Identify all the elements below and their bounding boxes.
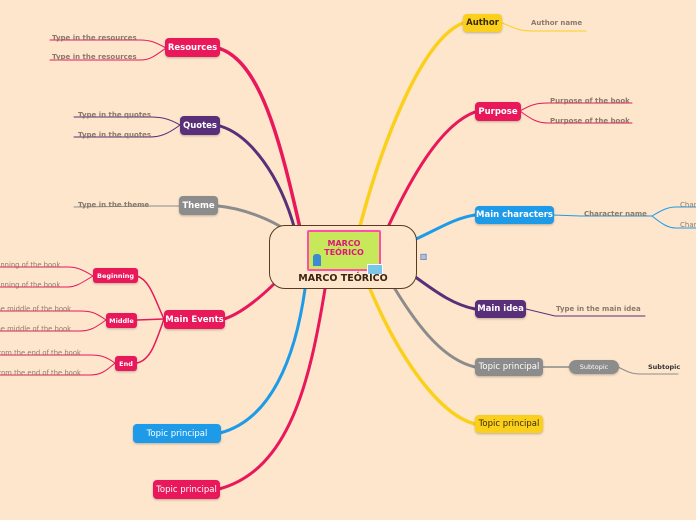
resources-leaf-1[interactable]: Type in the resources (52, 34, 137, 42)
branch-main-idea (412, 274, 477, 311)
topic-main-events[interactable]: Main Events (164, 310, 225, 329)
middle-leaf-1[interactable]: ...he middle of the book (0, 305, 72, 313)
character-name-leaf[interactable]: Character name (584, 210, 647, 218)
quotes-leaf-2[interactable]: Type in the quotes (78, 131, 152, 139)
branch-resources (216, 46, 302, 230)
topic-principal-red-left[interactable]: Topic principal (153, 480, 220, 499)
central-image-title: MARCO TEÓRICO (324, 239, 364, 257)
central-topic[interactable]: MARCO TEÓRICO MARCO TEÓRICO (269, 225, 417, 289)
topic-purpose[interactable]: Purpose (475, 102, 521, 121)
topic-main-characters[interactable]: Main characters (475, 206, 554, 224)
branch-quotes (218, 124, 297, 232)
branch-main-characters (412, 213, 477, 242)
document-icon[interactable]: ▥ (419, 252, 428, 261)
branch-purpose (386, 110, 477, 229)
purpose-leaf-2[interactable]: Purpose of the book (550, 117, 630, 125)
beginning-leaf-2[interactable]: ...inning of the book (0, 281, 61, 289)
end-leaf-2[interactable]: ...rom the end of the book (0, 369, 81, 377)
topic-main-idea[interactable]: Main idea (475, 300, 526, 318)
subtopic-gray[interactable]: Subtopic (569, 360, 619, 374)
character-grandchild-1[interactable]: Char... (680, 201, 696, 209)
resources-leaf-2[interactable]: Type in the resources (52, 53, 137, 61)
subtopic-gray-leaf[interactable]: Subtopic (648, 363, 681, 371)
branch-topic-gray (393, 287, 477, 369)
branch-topic-red (217, 287, 327, 491)
reading-person-icon (313, 254, 321, 266)
end-leaf-1[interactable]: ...rom the end of the book (0, 349, 81, 357)
main-idea-leaf-1[interactable]: Type in the main idea (556, 305, 641, 313)
topic-principal-gray-right[interactable]: Topic principal (475, 358, 543, 376)
books-icon (367, 264, 383, 275)
character-grandchild-2[interactable]: Char... (680, 221, 696, 229)
topic-quotes[interactable]: Quotes (180, 116, 220, 135)
subtopic-end[interactable]: End (115, 356, 137, 371)
author-leaf-1[interactable]: Author name (531, 19, 583, 27)
quotes-leaf-1[interactable]: Type in the quotes (78, 111, 152, 119)
topic-resources[interactable]: Resources (165, 38, 220, 57)
branch-topic-yellow (368, 287, 477, 426)
subtopic-middle[interactable]: Middle (106, 313, 137, 328)
topic-principal-yellow-right[interactable]: Topic principal (475, 415, 543, 433)
subtopic-beginning[interactable]: Beginning (93, 268, 138, 283)
middle-leaf-2[interactable]: ...he middle of the book (0, 325, 72, 333)
topic-author[interactable]: Author (463, 14, 502, 32)
purpose-leaf-1[interactable]: Purpose of the book (550, 97, 630, 105)
beginning-leaf-1[interactable]: ...inning of the book (0, 261, 61, 269)
branch-main-events (222, 280, 278, 321)
branch-topic-blue (218, 287, 307, 435)
theme-leaf-1[interactable]: Type in the theme (78, 201, 150, 209)
topic-theme[interactable]: Theme (179, 196, 218, 215)
topic-principal-blue-left[interactable]: Topic principal (133, 424, 221, 443)
branch-author (358, 21, 465, 228)
central-topic-label: MARCO TEÓRICO (298, 273, 388, 284)
central-topic-image: MARCO TEÓRICO (307, 230, 383, 275)
